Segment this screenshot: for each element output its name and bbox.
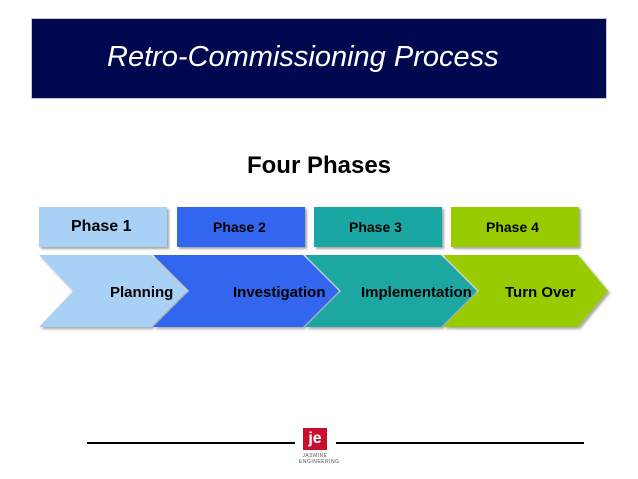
phase-label-4: Phase 4 bbox=[486, 219, 539, 235]
phase-box-2: Phase 2 bbox=[177, 207, 305, 247]
phase-label-2: Phase 2 bbox=[213, 219, 266, 235]
subtitle: Four Phases bbox=[246, 152, 392, 179]
phase-label-3: Phase 3 bbox=[349, 219, 402, 235]
title-banner: Retro-Commissioning Process bbox=[31, 18, 607, 99]
footer-rule-left bbox=[87, 442, 295, 444]
phase-box-3: Phase 3 bbox=[314, 207, 442, 247]
page-title: Retro-Commissioning Process bbox=[107, 41, 499, 73]
footer-rule-right bbox=[336, 442, 584, 444]
logo-caption: JASMINE ENGINEERING bbox=[299, 453, 340, 465]
stage-label-turn-over: Turn Over bbox=[505, 284, 576, 301]
phase-box-4: Phase 4 bbox=[451, 207, 579, 247]
phase-label-1: Phase 1 bbox=[71, 218, 132, 235]
stage-label-implementation: Implementation bbox=[361, 284, 472, 301]
phase-box-1: Phase 1 bbox=[39, 207, 167, 247]
company-logo: je bbox=[303, 428, 327, 450]
stage-label-investigation: Investigation bbox=[233, 284, 326, 301]
stage-label-planning: Planning bbox=[110, 284, 174, 301]
logo-mark: je bbox=[308, 430, 322, 447]
